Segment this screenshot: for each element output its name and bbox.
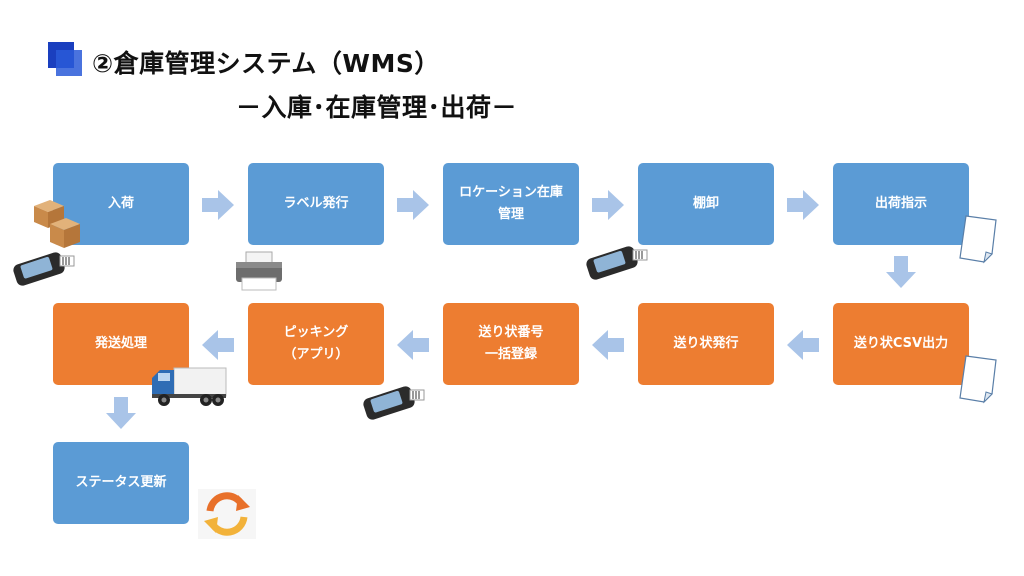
step-label: 棚卸 — [692, 196, 719, 211]
step-waybill-csv: 送り状CSV出力 — [833, 303, 969, 385]
handheld-scanner-icon — [586, 246, 648, 280]
step-picking: ピッキング （アプリ） — [248, 303, 384, 385]
arrow-right-icon — [202, 190, 234, 220]
truck-icon — [152, 367, 227, 406]
step-label: 発送処理 — [94, 336, 147, 351]
step-label: ピッキング （アプリ） — [283, 325, 349, 362]
step-location-inventory: ロケーション在庫 管理 — [443, 163, 579, 245]
step-label-issue: ラベル発行 — [248, 163, 384, 245]
step-label: 入荷 — [107, 196, 134, 211]
arrow-right-icon — [787, 190, 819, 220]
step-label: ロケーション在庫 管理 — [459, 185, 563, 222]
step-label: 送り状発行 — [673, 336, 739, 351]
document-icon — [959, 355, 997, 404]
arrow-down-icon — [106, 397, 136, 429]
arrow-left-icon — [787, 330, 819, 360]
arrow-right-icon — [592, 190, 624, 220]
step-waybill-issue: 送り状発行 — [638, 303, 774, 385]
step-status-update: ステータス更新 — [53, 442, 189, 524]
arrow-down-icon — [886, 256, 916, 288]
refresh-icon — [198, 489, 256, 539]
document-icon — [959, 215, 997, 264]
step-label: 送り状CSV出力 — [853, 336, 949, 351]
step-label: 出荷指示 — [874, 196, 927, 211]
step-label: 送り状番号 一括登録 — [478, 325, 544, 362]
printer-icon — [236, 251, 282, 291]
step-label: ステータス更新 — [75, 475, 167, 490]
arrow-left-icon — [202, 330, 234, 360]
arrow-left-icon — [397, 330, 429, 360]
arrow-right-icon — [397, 190, 429, 220]
title-bullet-icon — [48, 42, 84, 76]
page-subtitle: －入庫･在庫管理･出荷－ — [236, 93, 518, 122]
handheld-scanner-icon — [363, 386, 425, 420]
arrow-left-icon — [592, 330, 624, 360]
handheld-scanner-icon — [13, 252, 75, 286]
step-waybill-register: 送り状番号 一括登録 — [443, 303, 579, 385]
boxes-icon — [34, 200, 80, 248]
step-shipping-instruction: 出荷指示 — [833, 163, 969, 245]
page-title: ②倉庫管理システム（WMS） — [92, 49, 440, 78]
step-label: ラベル発行 — [283, 196, 349, 211]
step-stocktaking: 棚卸 — [638, 163, 774, 245]
